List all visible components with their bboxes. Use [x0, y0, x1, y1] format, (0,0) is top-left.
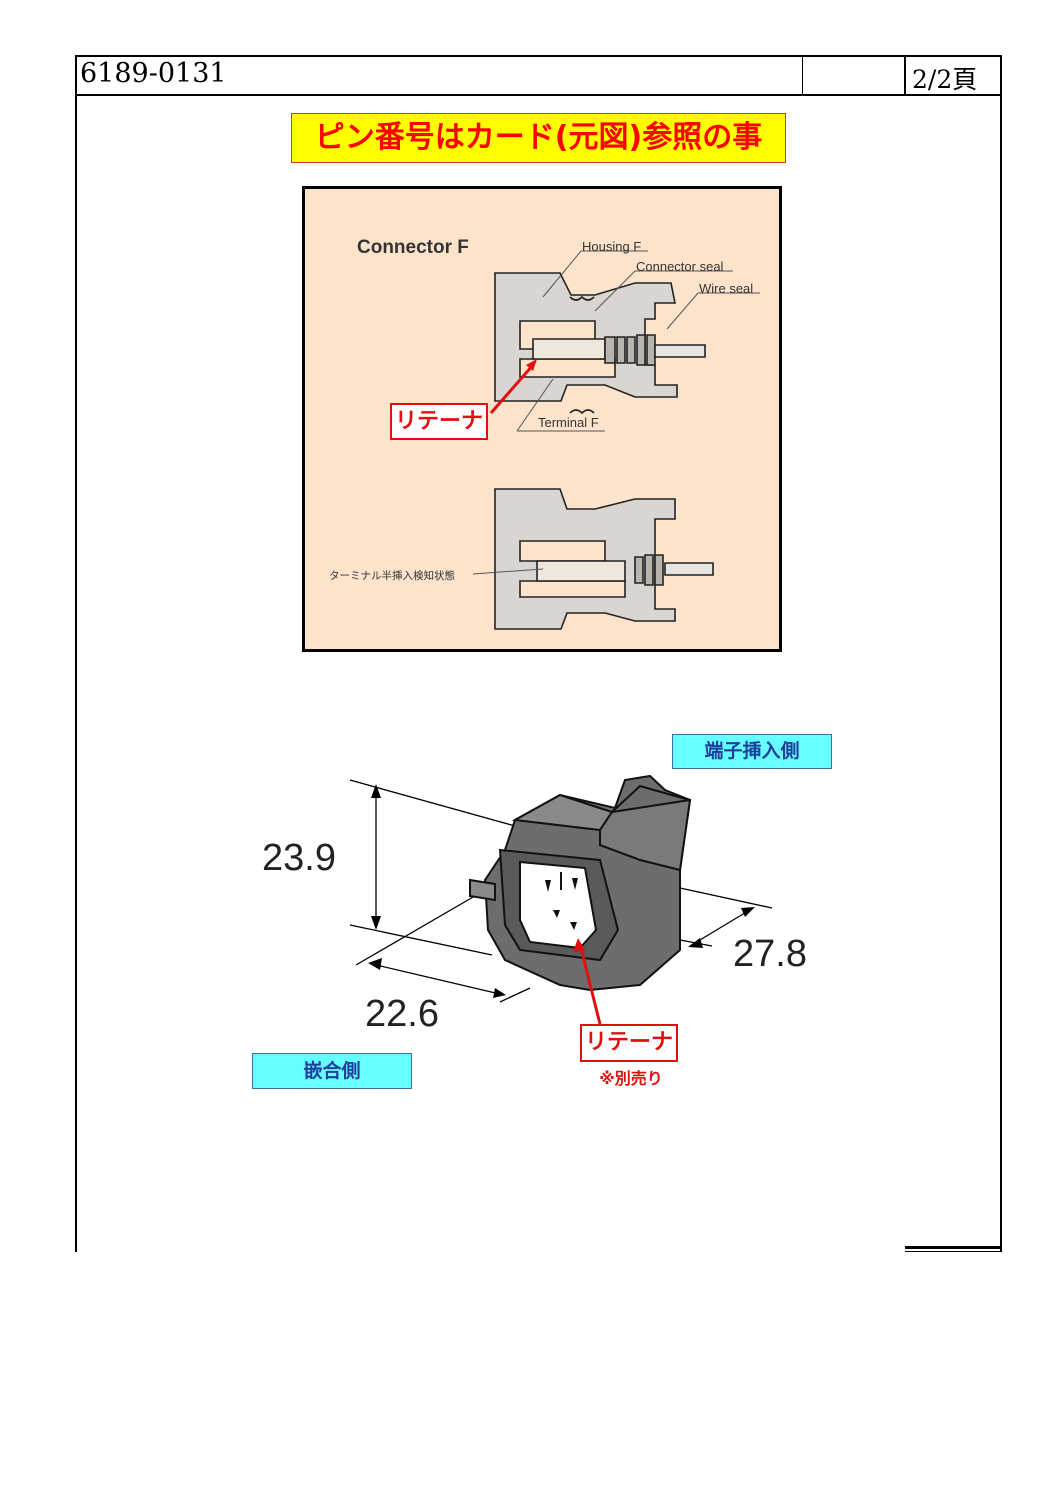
upper-leader-lines — [516, 250, 760, 432]
frame-top-border — [75, 55, 1002, 57]
pin-cavities — [545, 872, 578, 930]
footer-double-rule — [905, 1246, 1002, 1249]
cross-section-drawing: Connector F Housing F Connector seal Wir… — [329, 237, 760, 630]
half-insertion-label: ターミナル半挿入検知状態 — [329, 569, 455, 582]
frame-left-border — [75, 55, 77, 1252]
wire-seal-label: Wire seal — [699, 281, 753, 296]
dimension-arrowheads — [368, 784, 755, 998]
sold-separately-note: ※別売り — [599, 1069, 663, 1088]
dimension-width: 22.6 — [365, 993, 439, 1035]
retainer-arrow-upper — [489, 359, 537, 414]
document-frame — [75, 55, 1002, 1252]
half-insertion-leader — [472, 568, 544, 575]
footer-double-rule-thin — [905, 1251, 1002, 1252]
mating-side-label: 嵌合側 — [252, 1053, 412, 1089]
connector-body-iso — [469, 774, 692, 992]
terminal-insertion-side-label: 端子挿入側 — [672, 734, 832, 769]
cross-section-panel: Connector F Housing F Connector seal Wir… — [302, 186, 782, 652]
document-number: 6189-0131 — [80, 58, 227, 89]
dimension-lines — [349, 779, 773, 1003]
connector-seal-label: Connector seal — [636, 259, 724, 274]
retainer-arrow-lower — [573, 938, 602, 1025]
pin-number-notice: ピン番号はカード(元図)参照の事 — [291, 113, 786, 163]
dimension-height: 23.9 — [262, 837, 336, 879]
header-cell-separator-2 — [904, 55, 906, 95]
terminal-label: Terminal F — [538, 415, 599, 430]
dimension-depth: 27.8 — [733, 933, 807, 975]
retainer-callout-lower: リテーナ — [580, 1024, 678, 1062]
retainer-callout-upper: リテーナ — [390, 403, 488, 440]
connector-title: Connector F — [357, 237, 469, 258]
page-indicator: 2/2頁 — [912, 65, 978, 94]
header-divider — [75, 94, 1002, 96]
frame-right-border — [1000, 55, 1002, 1252]
connector-lower-section — [494, 488, 714, 630]
header-cell-separator — [802, 55, 803, 95]
housing-label: Housing F — [582, 239, 641, 254]
connector-upper-section — [494, 272, 706, 415]
